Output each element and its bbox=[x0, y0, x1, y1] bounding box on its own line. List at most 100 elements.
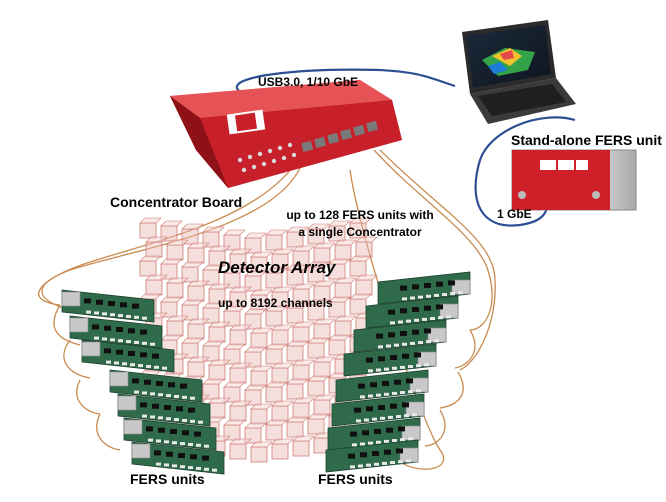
detector-crystal bbox=[145, 236, 168, 258]
detector-crystal bbox=[271, 438, 294, 460]
detector-crystal bbox=[229, 438, 252, 460]
detector-crystal bbox=[139, 255, 162, 277]
detector-crystal bbox=[166, 315, 189, 337]
detector-crystal bbox=[328, 296, 351, 318]
detector-crystal bbox=[292, 245, 315, 267]
laptop-icon bbox=[462, 20, 576, 124]
fers-units-right-label: FERS units bbox=[318, 471, 393, 487]
concentrator-box-icon bbox=[170, 80, 402, 188]
detector-crystal bbox=[313, 280, 336, 302]
fers-board-icon bbox=[117, 393, 211, 427]
fers-unit-box-icon bbox=[511, 149, 637, 211]
detector-crystal bbox=[208, 397, 231, 419]
detector-crystal bbox=[271, 362, 294, 384]
detector-crystal bbox=[187, 242, 210, 264]
fers-board-icon bbox=[123, 417, 217, 451]
fers-board-icon bbox=[365, 295, 459, 329]
detector-crystal bbox=[208, 245, 231, 267]
detector-crystal bbox=[229, 324, 252, 346]
detector-crystal bbox=[265, 419, 288, 441]
detector-crystal bbox=[208, 321, 231, 343]
standalone-unit-label: Stand-alone FERS unit bbox=[511, 132, 662, 148]
detector-crystal bbox=[250, 403, 273, 425]
detector-crystal bbox=[328, 258, 351, 280]
detector-crystal bbox=[307, 299, 330, 321]
detector-crystal bbox=[349, 217, 372, 239]
fers-board-icon bbox=[377, 271, 471, 305]
detector-crystal bbox=[307, 261, 330, 283]
detector-crystal bbox=[250, 327, 273, 349]
detector-crystal bbox=[187, 318, 210, 340]
fers-boards-right bbox=[325, 271, 471, 473]
fers-board-icon bbox=[331, 393, 425, 427]
channels-label: up to 8192 channels bbox=[218, 296, 333, 310]
detector-crystal bbox=[313, 394, 336, 416]
detector-crystal bbox=[334, 239, 357, 261]
detector-crystal bbox=[271, 400, 294, 422]
detector-crystal bbox=[145, 274, 168, 296]
detector-crystal bbox=[187, 356, 210, 378]
detector-crystal bbox=[292, 321, 315, 343]
detector-crystal bbox=[265, 305, 288, 327]
detector-crystal bbox=[286, 340, 309, 362]
detector-crystal bbox=[307, 413, 330, 435]
concentrator-board-label: Concentrator Board bbox=[110, 194, 243, 210]
detector-crystal bbox=[271, 324, 294, 346]
fers-board-icon bbox=[69, 315, 163, 349]
detector-crystal bbox=[292, 397, 315, 419]
detector-array-label: Detector Array bbox=[218, 258, 336, 277]
detector-crystal bbox=[292, 435, 315, 457]
detector-crystal bbox=[208, 283, 231, 305]
detector-crystal bbox=[166, 277, 189, 299]
fers-board-icon bbox=[353, 319, 447, 353]
fers-board-icon bbox=[131, 441, 225, 475]
detector-crystal bbox=[250, 365, 273, 387]
detector-crystal bbox=[349, 255, 372, 277]
detector-crystal bbox=[286, 264, 309, 286]
usb-link-label: USB3.0, 1/10 GbE bbox=[258, 75, 359, 89]
detector-crystal bbox=[328, 334, 351, 356]
fers-board-icon bbox=[109, 369, 203, 403]
fers-boards-left bbox=[61, 289, 225, 475]
fers-board-icon bbox=[81, 339, 175, 373]
detector-crystal bbox=[265, 343, 288, 365]
detector-crystal bbox=[292, 359, 315, 381]
detector-crystal bbox=[307, 223, 330, 245]
fers-board-icon bbox=[61, 289, 155, 323]
detector-crystal bbox=[307, 375, 330, 397]
fers-units-left-label: FERS units bbox=[130, 471, 205, 487]
detector-crystal bbox=[229, 362, 252, 384]
detector-crystal bbox=[328, 220, 351, 242]
detector-crystal bbox=[166, 239, 189, 261]
detector-crystal bbox=[286, 226, 309, 248]
detector-crystal bbox=[139, 217, 162, 239]
fers-board-icon bbox=[343, 343, 437, 377]
detector-crystal bbox=[355, 274, 378, 296]
units-per-concentrator-label: up to 128 FERS units with a single Conce… bbox=[286, 208, 434, 239]
detector-crystal bbox=[286, 416, 309, 438]
detector-crystal bbox=[271, 286, 294, 308]
detector-crystal bbox=[313, 356, 336, 378]
fers-board-icon bbox=[335, 369, 429, 403]
detector-crystal bbox=[229, 248, 252, 270]
detector-crystal bbox=[187, 280, 210, 302]
detector-crystal bbox=[265, 267, 288, 289]
fers-board-icon bbox=[325, 439, 419, 473]
detector-crystal bbox=[286, 378, 309, 400]
detector-crystal bbox=[265, 229, 288, 251]
gbe-link-label: 1 GbE bbox=[497, 207, 532, 221]
fiber-cables bbox=[38, 149, 496, 470]
detector-crystal bbox=[250, 441, 273, 463]
detector-crystal bbox=[334, 315, 357, 337]
detector-crystal bbox=[208, 359, 231, 381]
detector-crystal bbox=[349, 293, 372, 315]
detector-crystal bbox=[265, 381, 288, 403]
detector-crystal bbox=[334, 277, 357, 299]
gbe-cable bbox=[474, 116, 576, 227]
detector-crystal bbox=[229, 400, 252, 422]
detector-crystal bbox=[313, 318, 336, 340]
detector-crystal bbox=[307, 337, 330, 359]
detector-crystal bbox=[286, 302, 309, 324]
